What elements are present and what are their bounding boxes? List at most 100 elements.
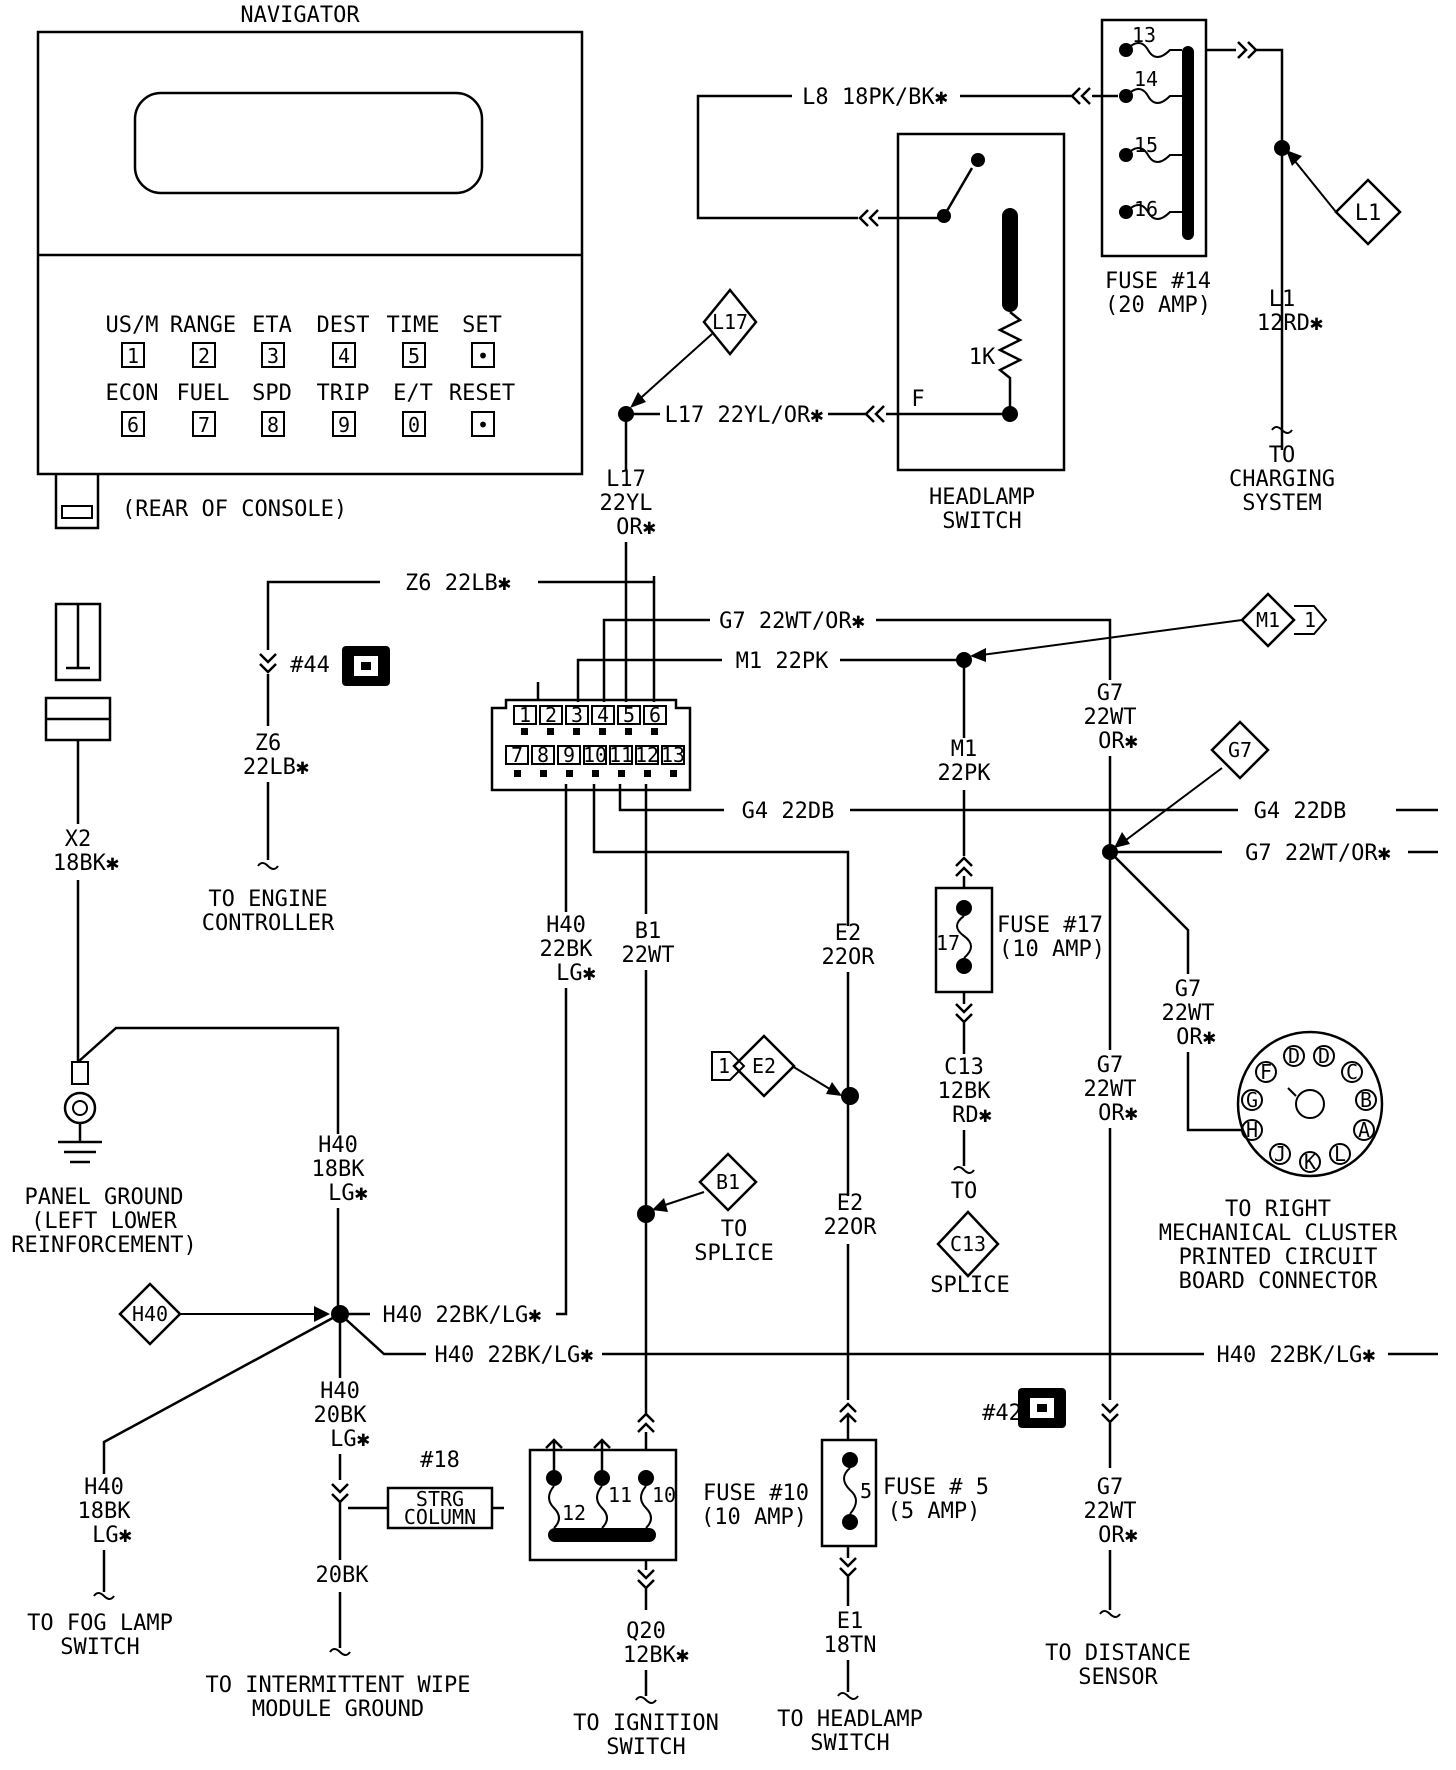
wire-h40-v: H40 — [546, 913, 586, 938]
svg-text:12: 12 — [562, 1501, 586, 1525]
key-8 — [261, 411, 285, 437]
svg-text:D: D — [1318, 1044, 1330, 1068]
key-label-et: E/T — [393, 381, 433, 406]
key-label-spd: SPD — [252, 381, 292, 406]
tag-m1 — [1240, 592, 1296, 648]
svg-text:22WT: 22WT — [1084, 1499, 1137, 1524]
svg-text:18BK: 18BK — [78, 1499, 132, 1524]
ref-44: #44 — [290, 653, 330, 678]
svg-text:OR✱: OR✱ — [1098, 1523, 1138, 1548]
svg-text:L1: L1 — [1355, 201, 1382, 226]
svg-text:10: 10 — [583, 743, 607, 767]
key-label-range: RANGE — [170, 313, 236, 338]
svg-text:22WT: 22WT — [1162, 1001, 1215, 1026]
wire-g4-label: G4 22DB — [742, 799, 835, 824]
svg-text:2: 2 — [545, 703, 557, 727]
svg-text:H40: H40 — [318, 1133, 358, 1158]
svg-text:17: 17 — [936, 931, 960, 955]
svg-text:7: 7 — [198, 413, 210, 437]
svg-text:6: 6 — [127, 413, 139, 437]
tag-b1 — [698, 1152, 758, 1212]
key-set — [471, 342, 495, 368]
svg-text:22PK: 22PK — [938, 761, 992, 786]
tag-e2 — [732, 1034, 796, 1098]
svg-text:TO IGNITION: TO IGNITION — [573, 1711, 719, 1736]
svg-text:H: H — [1246, 1118, 1258, 1142]
svg-text:1: 1 — [718, 1054, 730, 1078]
svg-text:STRG: STRG — [416, 1487, 464, 1511]
svg-text:E1: E1 — [837, 1609, 864, 1634]
svg-text:C13: C13 — [944, 1055, 984, 1080]
key-6 — [121, 411, 145, 437]
svg-text:E2: E2 — [837, 1191, 864, 1216]
svg-text:G7: G7 — [1097, 1053, 1124, 1078]
svg-text:TO HEADLAMP: TO HEADLAMP — [777, 1707, 923, 1732]
svg-text:H40: H40 — [84, 1475, 124, 1500]
svg-text:RD✱: RD✱ — [952, 1103, 992, 1128]
key-label-reset: RESET — [449, 381, 515, 406]
cluster-connector-ring — [1236, 1030, 1384, 1178]
svg-text:H40 22BK/LG✱: H40 22BK/LG✱ — [435, 1343, 594, 1368]
svg-text:(LEFT LOWER: (LEFT LOWER — [31, 1209, 177, 1234]
wire-g7-label: G7 22WT/OR✱ — [719, 609, 865, 634]
svg-text:LG✱: LG✱ — [328, 1181, 368, 1206]
svg-text:4: 4 — [597, 703, 609, 727]
svg-text:TO DISTANCE: TO DISTANCE — [1045, 1641, 1191, 1666]
cluster-connector: F D D C G B H A J K L — [1236, 1030, 1384, 1178]
svg-text:5: 5 — [408, 344, 420, 368]
svg-text:TO: TO — [1269, 443, 1296, 468]
rear-of-console-note: (REAR OF CONSOLE) — [122, 497, 347, 522]
svg-text:9: 9 — [563, 743, 575, 767]
wire-l17-v: L17 — [606, 467, 646, 492]
key-label-usm: US/M — [106, 313, 159, 338]
fuse-14: 13 14 15 16 FUSE #14 (20 AMP) — [1100, 18, 1211, 318]
svg-text:G7: G7 — [1097, 681, 1124, 706]
key-label-trip: TRIP — [317, 381, 370, 406]
fuse-10: 12 11 10 FUSE #10 (10 AMP) — [528, 1412, 809, 1562]
mount-tab-icon — [54, 474, 100, 530]
svg-text:3: 3 — [267, 344, 279, 368]
svg-text:TO: TO — [951, 1179, 978, 1204]
svg-text:B: B — [1360, 1088, 1372, 1112]
fuse-14-pin-16: 16 — [1134, 197, 1158, 221]
svg-text:OR✱: OR✱ — [616, 515, 656, 540]
svg-text:18TN: 18TN — [824, 1633, 877, 1658]
tag-l1 — [1334, 178, 1402, 246]
svg-text:SPLICE: SPLICE — [694, 1241, 773, 1266]
wire-m1-v: M1 — [951, 737, 978, 762]
key-1 — [121, 342, 145, 368]
svg-text:22YL: 22YL — [600, 491, 653, 516]
ground-eyelet-icon — [63, 1091, 97, 1125]
wire-m1-label: M1 22PK — [736, 649, 829, 674]
svg-text:A: A — [1358, 1118, 1370, 1142]
svg-text:1: 1 — [1304, 608, 1316, 632]
svg-text:G7 22WT/OR✱: G7 22WT/OR✱ — [1245, 841, 1391, 866]
svg-text:SWITCH: SWITCH — [942, 509, 1021, 534]
key-4 — [332, 342, 356, 368]
fuse-14-pin-15: 15 — [1134, 133, 1158, 157]
svg-text:MECHANICAL CLUSTER: MECHANICAL CLUSTER — [1159, 1221, 1398, 1246]
svg-text:C: C — [1346, 1060, 1358, 1084]
svg-text:0: 0 — [408, 413, 420, 437]
svg-text:11: 11 — [608, 1483, 632, 1507]
svg-text:7: 7 — [511, 743, 523, 767]
svg-text:20BK: 20BK — [316, 1563, 370, 1588]
svg-text:13: 13 — [661, 743, 685, 767]
wire-l8-label: L8 18PK/BK✱ — [802, 85, 948, 110]
key-label-fuel: FUEL — [177, 381, 230, 406]
key-0 — [402, 411, 426, 437]
svg-text:5: 5 — [860, 1479, 872, 1503]
svg-text:G7: G7 — [1097, 1475, 1124, 1500]
wire-l1-color: 12RD✱ — [1257, 311, 1323, 336]
svg-text:8: 8 — [267, 413, 279, 437]
svg-text:22WT: 22WT — [1084, 1077, 1137, 1102]
ref-42: #42 — [982, 1401, 1022, 1426]
wire-e2-label: E2 — [835, 921, 862, 946]
svg-text:L: L — [1334, 1142, 1346, 1166]
key-3 — [261, 342, 285, 368]
svg-text:12BK✱: 12BK✱ — [623, 1643, 689, 1668]
svg-text:11: 11 — [609, 743, 633, 767]
svg-text:20BK: 20BK — [314, 1403, 368, 1428]
key-7 — [192, 411, 216, 437]
